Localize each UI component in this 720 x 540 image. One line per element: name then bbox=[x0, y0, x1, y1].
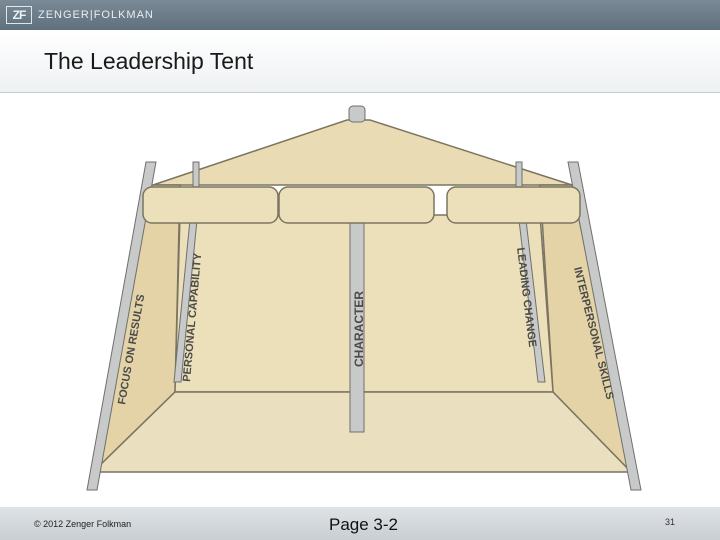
leadership-tent-diagram: FOCUS ON RESULTS PERSONAL CAPABILITY CHA… bbox=[86, 105, 642, 491]
slide-title: The Leadership Tent bbox=[44, 48, 254, 74]
header-bar: ZF ZENGER|FOLKMAN bbox=[0, 0, 720, 30]
company-logo: ZF ZENGER|FOLKMAN bbox=[6, 5, 154, 25]
tent-crossbar bbox=[142, 186, 581, 224]
tent-roof bbox=[152, 119, 573, 186]
logo-text: ZENGER|FOLKMAN bbox=[38, 9, 154, 21]
tent-poles bbox=[86, 105, 642, 491]
page-label: Page 3-2 bbox=[329, 515, 398, 534]
page-number: 31 bbox=[665, 517, 676, 527]
logo-mark: ZF bbox=[6, 6, 32, 24]
footer-bar: © 2012 Zenger Folkman Page 3-2 31 bbox=[0, 507, 720, 540]
copyright-text: © 2012 Zenger Folkman bbox=[34, 519, 132, 529]
label-character: CHARACTER bbox=[352, 291, 366, 367]
title-band bbox=[0, 30, 720, 93]
